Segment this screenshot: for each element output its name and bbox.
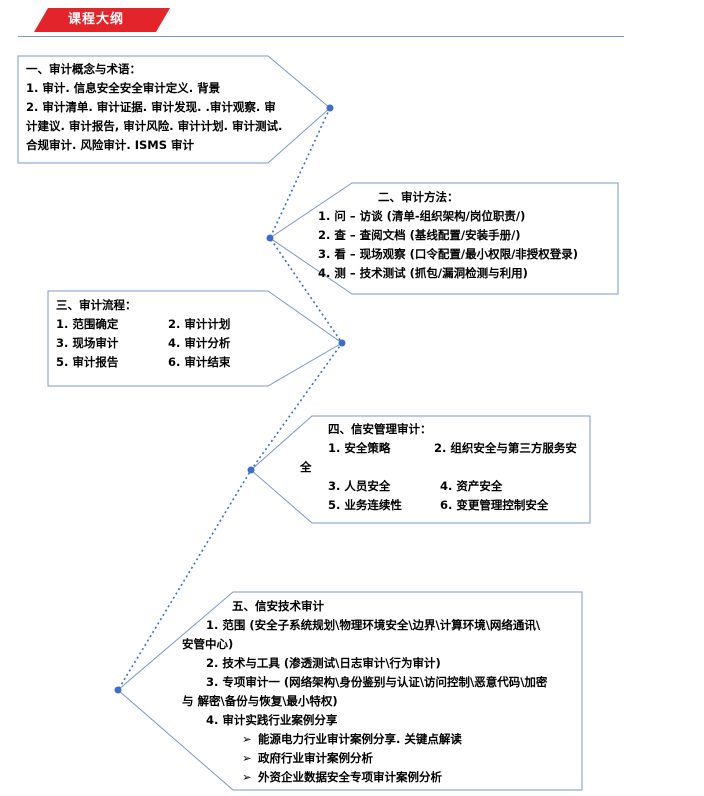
connector-node-5 bbox=[114, 686, 122, 694]
section-3-item-5: 5. 审计报告 bbox=[56, 355, 119, 369]
section-5-line-2: 安管中心) bbox=[182, 637, 234, 651]
section-4-item-3: 3. 人员安全 bbox=[328, 479, 391, 493]
section-4-row-2: 全 bbox=[300, 458, 586, 477]
section-3-row-2: 3. 现场审计 4. 审计分析 bbox=[56, 334, 266, 353]
section-3-item-1: 1. 范围确定 bbox=[56, 317, 119, 331]
arrow-bullet-icon: ➢ bbox=[242, 732, 252, 746]
section-4-item-5: 5. 业务连续性 bbox=[328, 498, 402, 512]
section-1-line-1: 1. 审计. 信息安全安全审计定义. 背景 bbox=[26, 81, 221, 95]
section-5-bullet-1: ➢ 能源电力行业审计案例分享. 关键点解读 bbox=[182, 730, 578, 749]
section-2-title: 二、审计方法： bbox=[378, 190, 459, 204]
section-2-text: 二、审计方法： 1. 问 – 访谈 (清单-组织架构/岗位职责/) 2. 查 –… bbox=[318, 188, 578, 283]
header-tab: 课程大纲 bbox=[34, 8, 170, 32]
section-4-item-2: 2. 组织安全与第三方服务安 bbox=[434, 441, 577, 455]
section-5-bullet-3-text: 外资企业数据安全专项审计案例分析 bbox=[258, 770, 442, 784]
section-1-line-4: 合规审计. 风险审计. ISMS 审计 bbox=[26, 138, 195, 152]
section-3-item-3: 3. 现场审计 bbox=[56, 336, 119, 350]
section-5-text: 五、信安技术审计 1. 范围 (安全子系统规划\物理环境安全\边界\计算环境\网… bbox=[182, 597, 578, 787]
section-4-text: 四、信安管理审计： 1. 安全策略 2. 组织安全与第三方服务安 全 3. 人员… bbox=[300, 420, 586, 518]
section-4-item-4: 4. 资产安全 bbox=[440, 479, 503, 493]
callout-box-1 bbox=[17, 55, 331, 164]
section-1-line-3: 计建议. 审计报告, 审计风险. 审计计划. 审计测试. bbox=[26, 119, 283, 133]
section-3-item-2: 2. 审计计划 bbox=[168, 317, 231, 331]
section-3-text: 三、审计流程： 1. 范围确定 2. 审计计划 3. 现场审计 4. 审计分析 … bbox=[56, 296, 266, 376]
section-5-bullet-2-text: 政府行业审计案例分析 bbox=[258, 751, 373, 765]
section-4-item-1: 1. 安全策略 bbox=[328, 441, 391, 455]
callout-box-3 bbox=[47, 290, 343, 387]
section-2-line-1: 1. 问 – 访谈 (清单-组织架构/岗位职责/) bbox=[318, 209, 526, 223]
callout-box-2 bbox=[269, 182, 619, 295]
section-2-line-2: 2. 查 – 查阅文档 (基线配置/安装手册/) bbox=[318, 228, 521, 242]
arrow-bullet-icon: ➢ bbox=[242, 751, 252, 765]
header-divider bbox=[18, 36, 624, 37]
connector-node-1 bbox=[326, 104, 334, 112]
callout-box-4 bbox=[250, 415, 591, 524]
section-5-title: 五、信安技术审计 bbox=[232, 599, 324, 613]
section-2-line-3: 3. 看 – 现场观察 (口令配置/最小权限/非授权登录) bbox=[318, 247, 579, 261]
page-title: 课程大纲 bbox=[67, 12, 124, 27]
section-5-bullet-1-text: 能源电力行业审计案例分享. 关键点解读 bbox=[258, 732, 462, 746]
section-4-item-2-cont: 全 bbox=[300, 460, 312, 474]
section-5-bullet-3: ➢ 外资企业数据安全专项审计案例分析 bbox=[182, 768, 578, 787]
section-4-row-3: 3. 人员安全 4. 资产安全 bbox=[300, 477, 586, 496]
section-4-row-1: 1. 安全策略 2. 组织安全与第三方服务安 bbox=[300, 439, 586, 458]
section-3-item-4: 4. 审计分析 bbox=[168, 336, 231, 350]
section-4-title: 四、信安管理审计： bbox=[328, 422, 432, 436]
section-3-title: 三、审计流程： bbox=[56, 298, 137, 312]
section-5-line-6: 4. 审计实践行业案例分享 bbox=[206, 713, 338, 727]
section-5-line-1: 1. 范围 (安全子系统规划\物理环境安全\边界\计算环境\网络通讯\ bbox=[206, 618, 541, 632]
section-5-bullet-2: ➢ 政府行业审计案例分析 bbox=[182, 749, 578, 768]
section-4-row-4: 5. 业务连续性 6. 变更管理控制安全 bbox=[300, 496, 586, 515]
section-2-line-4: 4. 测 – 技术测试 (抓包/漏洞检测与利用) bbox=[318, 266, 528, 280]
section-1-title: 一、审计概念与术语： bbox=[26, 62, 141, 76]
section-3-row-1: 1. 范围确定 2. 审计计划 bbox=[56, 315, 266, 334]
connector-node-3 bbox=[338, 339, 346, 347]
connector-node-4 bbox=[247, 466, 255, 474]
section-1-line-2: 2. 审计清单. 审计证据. 审计发现. .审计观察. 审 bbox=[26, 100, 276, 114]
section-5-line-4: 3. 专项审计一 (网络架构\身份鉴别与认证\访问控制\恶意代码\加密 bbox=[206, 675, 548, 689]
arrow-bullet-icon: ➢ bbox=[242, 770, 252, 784]
section-1-text: 一、审计概念与术语： 1. 审计. 信息安全安全审计定义. 背景 2. 审计清单… bbox=[26, 60, 282, 155]
connector-node-2 bbox=[266, 234, 274, 242]
section-4-item-6: 6. 变更管理控制安全 bbox=[440, 498, 549, 512]
callout-box-5 bbox=[117, 591, 583, 791]
section-5-line-5: 与 解密\备份与恢复\最小特权) bbox=[182, 694, 338, 708]
section-5-line-3: 2. 技术与工具 (渗透测试\日志审计\行为审计) bbox=[206, 656, 441, 670]
section-3-row-3: 5. 审计报告 6. 审计结束 bbox=[56, 353, 266, 372]
header-tab-shape bbox=[34, 8, 170, 32]
section-3-item-6: 6. 审计结束 bbox=[168, 355, 231, 369]
